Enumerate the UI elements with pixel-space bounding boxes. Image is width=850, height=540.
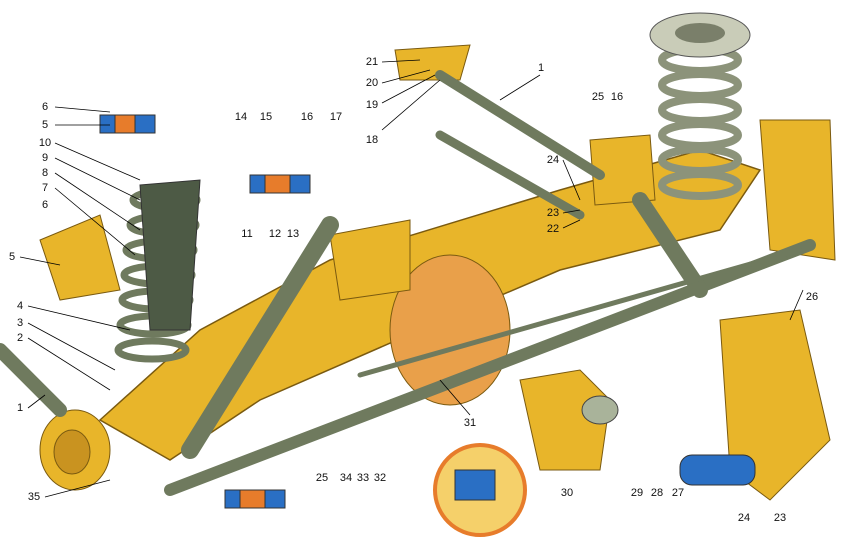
callout-35: 35 bbox=[27, 491, 41, 503]
detail-bracket bbox=[719, 309, 831, 501]
mid-bracket bbox=[589, 134, 656, 206]
callout-9: 9 bbox=[41, 152, 49, 164]
callout-7: 7 bbox=[41, 182, 49, 194]
upper-link-right bbox=[435, 70, 605, 180]
callout-27: 27 bbox=[671, 487, 685, 499]
cross-bracket bbox=[329, 219, 411, 301]
callout-24b: 24 bbox=[737, 512, 751, 524]
top-bracket bbox=[394, 44, 471, 81]
shock-absorber-left bbox=[181, 216, 339, 459]
left-bracket bbox=[39, 214, 121, 301]
callout-8: 8 bbox=[41, 167, 49, 179]
callout-1b: 1 bbox=[537, 62, 545, 74]
callout-13: 13 bbox=[286, 228, 300, 240]
callout-22: 22 bbox=[546, 223, 560, 235]
callout-28: 28 bbox=[650, 487, 664, 499]
callout-23b: 23 bbox=[773, 512, 787, 524]
callout-26: 26 bbox=[805, 291, 819, 303]
bushing-details bbox=[99, 114, 756, 509]
callout-1: 1 bbox=[16, 402, 24, 414]
callout-20: 20 bbox=[365, 77, 379, 89]
callout-15: 15 bbox=[259, 111, 273, 123]
callout-31: 31 bbox=[463, 417, 477, 429]
callout-23: 23 bbox=[546, 207, 560, 219]
callout-25: 25 bbox=[591, 91, 605, 103]
callout-3: 3 bbox=[16, 317, 24, 329]
callout-16: 16 bbox=[300, 111, 314, 123]
callout-29: 29 bbox=[630, 487, 644, 499]
callout-33: 33 bbox=[356, 472, 370, 484]
callout-18: 18 bbox=[365, 134, 379, 146]
callout-25b: 25 bbox=[315, 472, 329, 484]
upper-link-left bbox=[435, 130, 585, 220]
callout-34: 34 bbox=[339, 472, 353, 484]
shock-absorber-right bbox=[632, 192, 708, 298]
callout-10: 10 bbox=[38, 137, 52, 149]
brake-regulator bbox=[519, 369, 611, 471]
callout-17: 17 bbox=[329, 111, 343, 123]
callout-11: 11 bbox=[241, 228, 253, 240]
callout-30: 30 bbox=[560, 487, 574, 499]
callout-2: 2 bbox=[16, 332, 24, 344]
coil-spring-right bbox=[658, 45, 742, 200]
callout-6: 6 bbox=[41, 101, 49, 113]
callout-6b: 6 bbox=[41, 199, 49, 211]
anti-roll-rod bbox=[357, 247, 803, 378]
lower-link bbox=[0, 343, 67, 417]
callout-4: 4 bbox=[16, 300, 24, 312]
callout-21: 21 bbox=[365, 56, 379, 68]
callout-12: 12 bbox=[268, 228, 282, 240]
callout-16b: 16 bbox=[610, 91, 624, 103]
spring-seat-left bbox=[139, 179, 201, 331]
callout-19: 19 bbox=[365, 99, 379, 111]
callout-5: 5 bbox=[41, 119, 49, 131]
callout-32: 32 bbox=[373, 472, 387, 484]
right-bracket bbox=[759, 119, 836, 261]
leader-lines bbox=[19, 59, 804, 498]
callout-24: 24 bbox=[546, 154, 560, 166]
callout-5b: 5 bbox=[8, 251, 16, 263]
callout-14: 14 bbox=[234, 111, 248, 123]
